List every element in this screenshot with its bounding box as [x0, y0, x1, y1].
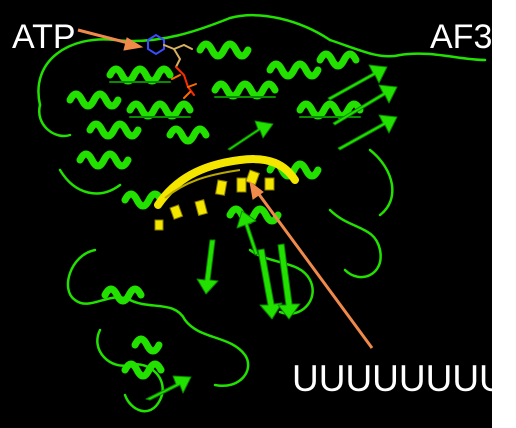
atp-ribose: [163, 44, 182, 68]
rna-base: [264, 177, 275, 191]
rna-backbone: [154, 155, 299, 209]
atp-ligand-sticks: [147, 33, 197, 99]
protein-loop: [183, 318, 250, 388]
protein-loop: [248, 248, 314, 315]
protein-rna-complex-render: [37, 14, 487, 413]
protein-helix: [101, 285, 145, 305]
protein-strand: [257, 248, 283, 320]
protein-loop: [58, 168, 122, 195]
atp-adenine: [147, 33, 165, 56]
rna-strand: [154, 155, 299, 231]
protein-helix: [106, 65, 174, 85]
rna-arrowhead: [249, 180, 264, 200]
protein-helix: [166, 125, 210, 145]
model-label: AF3: [430, 18, 492, 56]
protein-loop: [96, 328, 164, 413]
rna-base: [169, 204, 184, 220]
atp-phosphate: [175, 66, 195, 96]
protein-helix: [121, 190, 165, 210]
rna-base: [194, 199, 208, 217]
protein-strand: [332, 84, 398, 126]
rna-base: [236, 177, 247, 193]
protein-strand: [196, 239, 219, 295]
rna-backbone: [164, 169, 241, 199]
protein-helix: [196, 40, 252, 60]
protein-strand: [227, 120, 274, 151]
protein-helix: [126, 100, 194, 120]
protein-loop: [328, 208, 382, 279]
protein-loop: [37, 103, 72, 138]
atp-phosphate: [171, 74, 197, 99]
protein-loop: [368, 148, 394, 217]
protein-strand: [277, 243, 301, 320]
protein-strand: [337, 114, 398, 151]
protein-loop: [37, 14, 332, 107]
protein-helix: [76, 150, 132, 170]
atp-chain: [173, 43, 193, 50]
protein-strand: [236, 210, 259, 256]
rna-label: UUUUUUUU: [292, 358, 492, 399]
protein-helix: [121, 360, 165, 380]
protein-helix: [296, 100, 364, 120]
protein-strand: [327, 64, 388, 101]
protein-helix: [226, 205, 282, 225]
protein-loop: [328, 38, 487, 62]
rna-arrow: [256, 192, 374, 349]
rna-base: [154, 219, 164, 231]
protein-helix: [316, 50, 360, 70]
protein-strand: [145, 375, 192, 401]
protein-helix: [211, 80, 279, 100]
atp-label: ATP: [12, 18, 76, 56]
protein-helix: [86, 120, 142, 140]
structure-viewport: ATP AF3 UUUUUUUU: [0, 0, 492, 428]
protein-helix: [266, 60, 322, 80]
protein-helix: [131, 335, 163, 355]
protein-cartoon: [37, 14, 487, 413]
atp-arrowhead: [123, 37, 144, 51]
protein-helix: [66, 90, 122, 110]
annotation-arrows: [77, 28, 374, 349]
protein-loop: [66, 248, 187, 322]
rna-base: [214, 179, 228, 196]
rna-base: [245, 169, 261, 186]
atp-arrow: [77, 28, 133, 46]
